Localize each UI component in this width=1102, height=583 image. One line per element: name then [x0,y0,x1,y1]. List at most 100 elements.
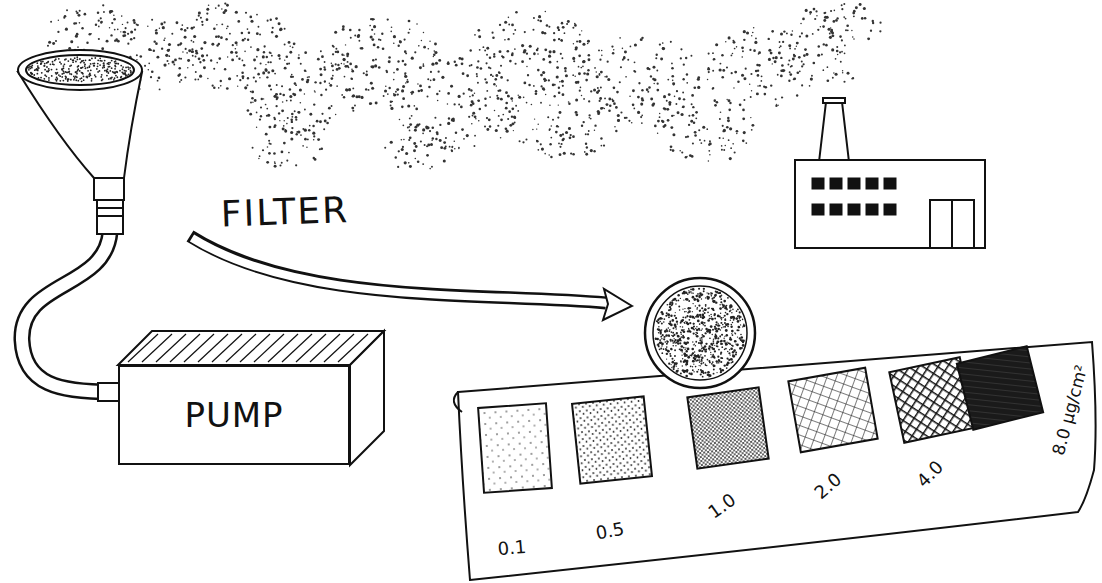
smoke-dot [461,128,464,131]
smoke-dot [304,129,307,132]
dust-dot [129,67,131,69]
smoke-dot [292,93,294,95]
dust-dot [103,63,105,65]
smoke-dot [405,52,407,54]
smoke-dot [507,79,509,81]
smoke-dot [499,50,502,53]
smoke-dot [203,41,206,44]
smoke-dot [679,150,680,151]
dust-dot [61,73,63,75]
smoke-dot [741,74,744,77]
density-swatch [478,403,552,493]
smoke-dot [663,95,666,98]
smoke-dot [343,58,346,61]
smoke-dot [852,77,854,79]
smoke-dot [505,127,508,130]
dust-dot [714,313,716,315]
smoke-dot [263,45,265,47]
smoke-dot [685,156,687,158]
dust-dot [698,369,699,370]
smoke-dot [540,74,543,77]
smoke-dot [300,102,302,104]
smoke-dot [632,104,635,107]
smoke-dot [423,32,424,33]
smoke-dot [526,66,527,67]
smoke-dot [548,154,549,155]
smoke-dot [663,125,666,128]
pump-body [118,331,384,465]
smoke-dot [714,104,717,107]
smoke-dot [564,67,567,70]
dust-dot [659,341,662,344]
smoke-dot [688,124,690,126]
dust-dot [68,68,70,70]
smoke-dot [308,129,311,132]
smoke-dot [569,136,572,139]
smoke-dot [830,30,833,33]
smoke-dot [102,4,104,6]
smoke-dot [401,148,404,151]
smoke-dot [328,107,331,110]
dust-dot [103,66,105,68]
smoke-dot [433,78,436,81]
smoke-dot [662,47,665,50]
smoke-dot [275,17,278,20]
smoke-dot [574,23,576,25]
smoke-dot [336,68,339,71]
smoke-dot [573,60,575,62]
dust-dot [83,79,85,81]
smoke-dot [750,73,752,75]
smoke-dot [723,130,725,132]
smoke-dot [641,115,643,117]
smoke-dot [186,27,188,29]
smoke-dot [408,162,410,164]
smoke-dot [734,152,736,154]
smoke-dot [409,165,412,168]
smoke-dot [829,33,831,35]
smoke-dot [309,125,311,127]
smoke-dot [553,39,556,42]
smoke-dot [437,71,439,73]
smoke-dot [587,40,590,43]
smoke-dot [101,47,104,50]
smoke-dot [727,117,729,119]
smoke-dot [668,93,671,96]
smoke-dot [603,144,605,146]
smoke-dot [545,11,546,12]
smoke-dot [579,90,581,92]
smoke-dot [637,96,640,99]
smoke-dot [218,5,220,7]
dust-dot [124,70,126,72]
smoke-dot [288,152,290,154]
dust-dot [723,340,726,343]
dust-dot [661,322,663,324]
smoke-dot [316,120,319,123]
dust-dot [62,80,64,82]
smoke-dot [620,111,622,113]
hatch-line [142,334,172,362]
smoke-dot [497,97,500,100]
hatch-line [254,334,284,362]
smoke-dot [713,58,715,60]
smoke-dot [224,2,226,4]
smoke-dot [151,19,153,21]
dust-dot [107,72,109,74]
smoke-dot [568,102,570,104]
smoke-dot [788,59,790,61]
smoke-dot [441,76,444,79]
smoke-dot [828,28,831,31]
dust-dot [58,58,60,60]
smoke-dot [443,141,446,144]
smoke-dot [726,126,729,129]
smoke-dot [352,110,354,112]
smoke-dot [834,10,836,12]
smoke-dot [296,131,298,133]
smoke-dot [324,80,326,82]
smoke-dot [842,72,844,74]
smoke-dot [286,63,288,65]
smoke-dot [179,81,181,83]
smoke-dot [708,53,710,55]
smoke-dot [375,102,378,105]
smoke-dot [252,147,254,149]
dust-dot [82,66,84,68]
